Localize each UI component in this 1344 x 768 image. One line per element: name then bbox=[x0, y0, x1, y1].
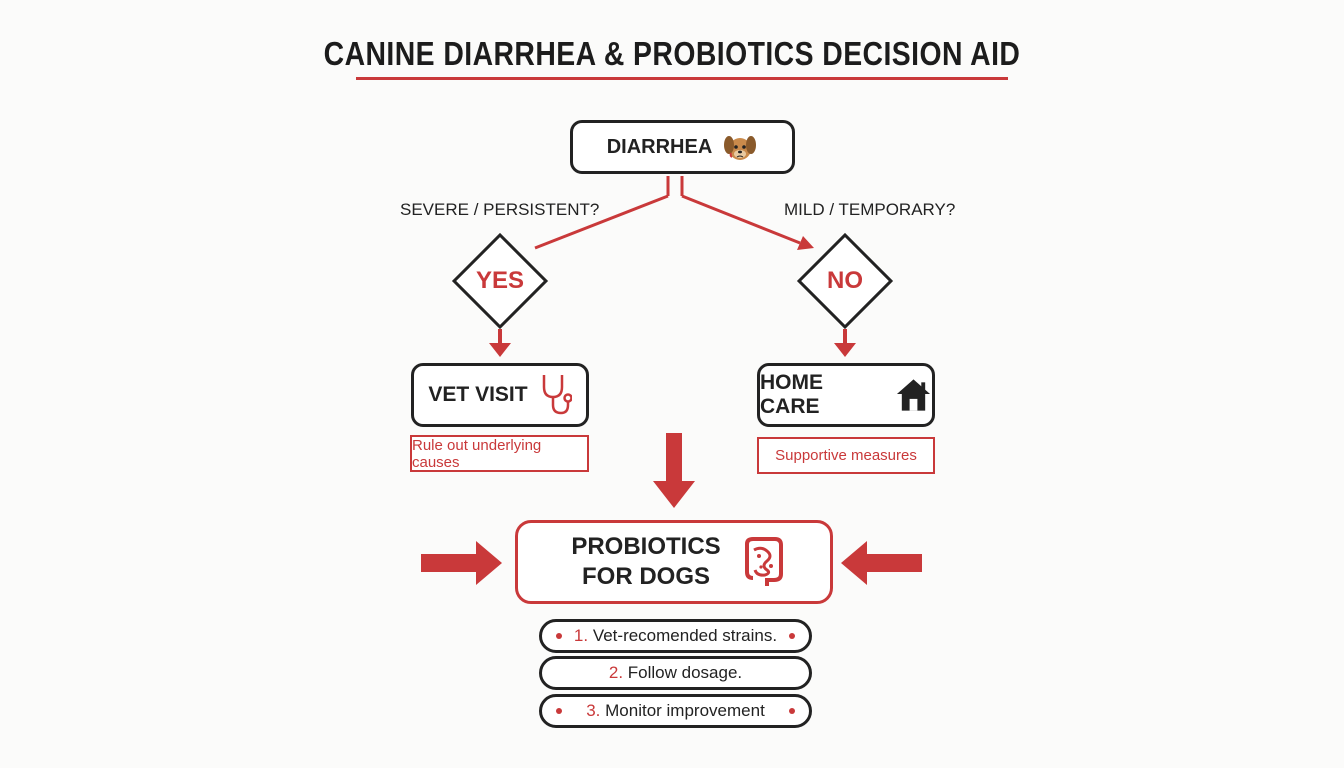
step-number: 2. bbox=[608, 663, 624, 682]
arrow-yes-to-vet-head bbox=[489, 343, 511, 357]
title-underline bbox=[356, 77, 1008, 80]
bullet-dot bbox=[556, 708, 562, 714]
step-label: Monitor improvement bbox=[605, 701, 765, 720]
arrow-right-into-probiotics-shaft bbox=[866, 554, 922, 572]
probiotics-label: PROBIOTICS FOR DOGS bbox=[571, 533, 721, 590]
arrow-no-to-home-head bbox=[834, 343, 856, 357]
arrow-left-into-probiotics-shaft bbox=[421, 554, 477, 572]
note-supportive-measures: Supportive measures bbox=[757, 437, 935, 474]
arrow-down-to-probiotics-head bbox=[653, 481, 695, 508]
arrow-down-to-probiotics-shaft bbox=[666, 433, 682, 483]
step-item: 1. Vet-recomended strains. bbox=[539, 619, 812, 653]
diamond-label-yes: YES bbox=[475, 267, 525, 294]
outcome-vet-visit: VET VISIT bbox=[411, 363, 589, 427]
step-number: 3. bbox=[586, 701, 601, 720]
sick-dog-icon bbox=[724, 136, 757, 160]
intestine-icon bbox=[745, 537, 783, 586]
vet-visit-label: VET VISIT bbox=[428, 383, 528, 406]
bullet-dot bbox=[789, 708, 795, 714]
bullet-dot bbox=[789, 633, 795, 639]
decision-diamond-yes: YES bbox=[451, 232, 549, 330]
stethoscope-icon bbox=[542, 375, 572, 415]
page-title: CANINE DIARRHEA & PROBIOTICS DECISION AI… bbox=[323, 35, 1021, 72]
decision-diamond-no: NO bbox=[796, 232, 894, 330]
arrowhead-to-no bbox=[797, 236, 814, 250]
start-node-label: DIARRHEA bbox=[606, 135, 713, 158]
question-severe-persistent: SEVERE / PERSISTENT? bbox=[400, 200, 600, 219]
diamond-label-no: NO bbox=[827, 267, 863, 294]
step-item: 2. Follow dosage. bbox=[539, 656, 812, 690]
house-icon bbox=[896, 379, 931, 411]
bullet-dot bbox=[556, 633, 562, 639]
step-label: Follow dosage. bbox=[627, 663, 743, 682]
arrow-right-into-probiotics-head bbox=[841, 541, 867, 585]
outcome-home-care: HOME CARE bbox=[757, 363, 935, 427]
step-text: 1. Vet-recomended strains. bbox=[574, 626, 777, 646]
arrow-left-into-probiotics-head bbox=[476, 541, 502, 585]
step-text: 2. Follow dosage. bbox=[609, 663, 742, 683]
probiotics-for-dogs-node: PROBIOTICS FOR DOGS bbox=[515, 520, 833, 604]
connector-to-yes bbox=[534, 194, 669, 250]
step-label: Vet-recomended strains. bbox=[592, 626, 778, 645]
connector-to-no bbox=[681, 194, 801, 245]
step-number: 1. bbox=[573, 626, 589, 645]
home-care-label: HOME CARE bbox=[760, 371, 823, 418]
start-node-diarrhea: DIARRHEA bbox=[570, 120, 795, 174]
question-mild-temporary: MILD / TEMPORARY? bbox=[784, 200, 956, 219]
note-rule-out-causes: Rule out underlying causes bbox=[410, 435, 589, 472]
step-text: 3. Monitor improvement bbox=[586, 701, 765, 721]
step-item: 3. Monitor improvement bbox=[539, 694, 812, 728]
